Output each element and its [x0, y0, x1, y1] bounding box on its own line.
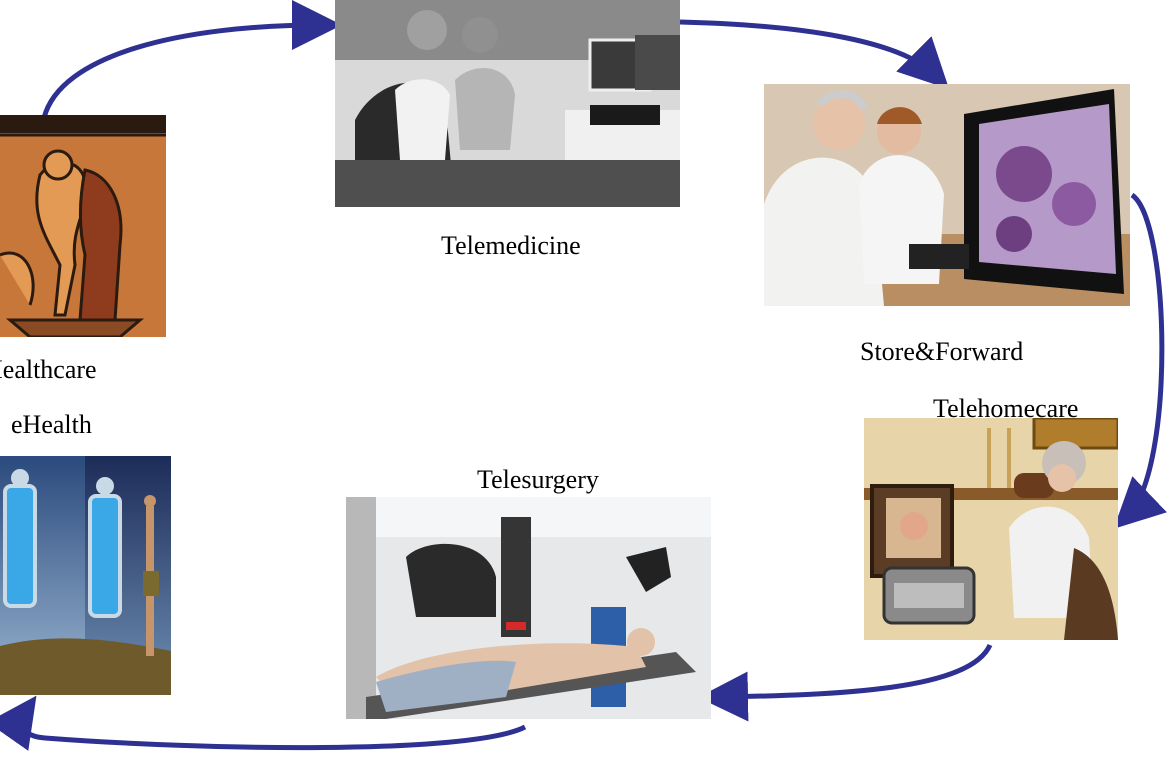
- arrow-storeforward-to-telehomecare: [1113, 192, 1167, 529]
- greek-vase-image: [0, 115, 166, 337]
- arrow-telehomecare-to-telesurgery: [698, 643, 993, 722]
- caption-telesurgery: Telesurgery: [477, 465, 599, 494]
- arrow-telesurgery-to-ehealth: [0, 695, 527, 751]
- caption-ehealth: eHealth: [11, 410, 92, 439]
- arrow-telemedicine-to-storeforward: [679, 19, 950, 90]
- telemedicine-photo: [335, 0, 680, 207]
- caption-healthcare: Healthcare: [0, 355, 97, 384]
- arrow-healthcare-to-telemedicine: [41, 0, 342, 119]
- ehealth-illustration-image: [0, 456, 171, 695]
- store-forward-photo: [764, 84, 1130, 306]
- caption-telemedicine: Telemedicine: [441, 231, 581, 260]
- telesurgery-photo: [346, 497, 711, 719]
- telehomecare-photo: [864, 418, 1118, 640]
- caption-store-forward: Store&Forward: [860, 337, 1024, 366]
